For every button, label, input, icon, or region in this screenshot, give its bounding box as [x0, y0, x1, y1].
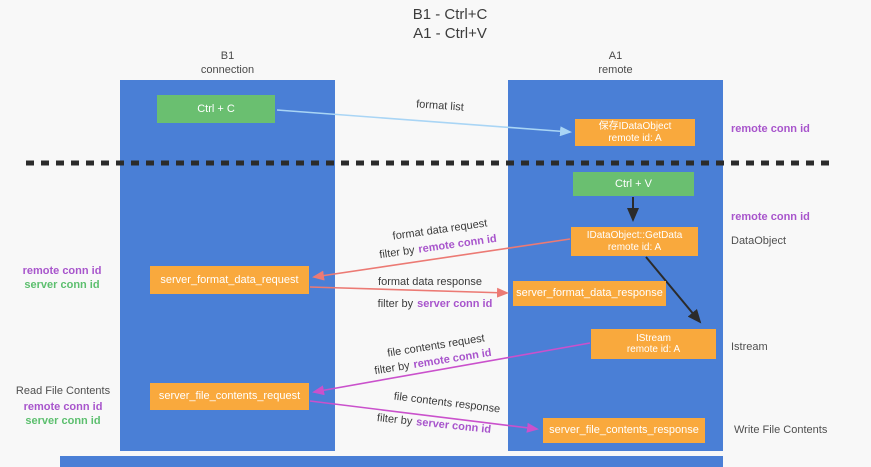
ctrl-v-box: Ctrl + V	[573, 172, 694, 196]
getdata-box: IDataObject::GetData remote id: A	[571, 227, 698, 256]
istream-line2: remote id: A	[626, 344, 681, 355]
server-file-contents-response-label: server_file_contents_response	[549, 424, 699, 437]
left-remote-conn-id-top: remote conn id	[22, 265, 102, 277]
getdata-line2: remote id: A	[607, 241, 662, 253]
server-format-data-response-label: server_format_data_response	[516, 287, 663, 300]
server-file-contents-request-label: server_file_contents_request	[158, 390, 301, 403]
getdata-to-istream-arrow	[645, 256, 702, 324]
left-column-name: B1	[220, 50, 235, 62]
save-dataobject-line1: 保存IDataObject	[598, 121, 672, 132]
format-data-response-label: format data response	[378, 276, 482, 288]
left-column-header: B1 connection	[160, 50, 295, 78]
file-contents-response-arrow	[309, 400, 539, 433]
left-server-conn-id-bottom: server conn id	[25, 415, 101, 427]
server-file-contents-response-box: server_file_contents_response	[543, 418, 705, 443]
getdata-line1: IDataObject::GetData	[586, 230, 683, 241]
right-remote-conn-id-mid: remote conn id	[731, 211, 810, 223]
right-column-name: A1	[608, 50, 623, 62]
diagram-title: B1 - Ctrl+C A1 - Ctrl+V	[335, 6, 565, 44]
istream-line1: IStream	[635, 332, 671, 344]
istream-box: IStream remote id: A	[591, 329, 716, 359]
title-line-2: A1 - Ctrl+V	[413, 24, 487, 42]
server-conn-id-highlight: server conn id	[417, 298, 493, 310]
right-remote-conn-id-top: remote conn id	[731, 123, 810, 135]
server-format-data-request-label: server_format_data_request	[160, 273, 299, 286]
server-file-contents-request-box: server_file_contents_request	[150, 383, 309, 410]
bottom-lane-strip	[60, 456, 723, 467]
istream-side-label: Istream	[731, 341, 768, 353]
ctrl-c-label: Ctrl + C	[197, 102, 235, 115]
ctrl-c-box: Ctrl + C	[157, 95, 275, 123]
title-line-1: B1 - Ctrl+C	[412, 6, 488, 23]
right-column-role: remote	[598, 63, 633, 76]
filter-by-prefix: filter by	[377, 298, 414, 310]
left-remote-conn-id-bottom: remote conn id	[23, 401, 103, 413]
read-file-contents-label: Read File Contents	[15, 385, 111, 397]
file-contents-request-arrow	[312, 342, 591, 396]
format-list-arrow	[276, 109, 572, 137]
format-data-response-arrow	[309, 286, 509, 298]
left-column-role: connection	[200, 63, 255, 76]
right-column-header: A1 remote	[548, 50, 683, 78]
save-dataobject-box: 保存IDataObject remote id: A	[575, 119, 695, 146]
dataobject-side-label: DataObject	[731, 235, 787, 247]
server-format-data-request-box: server_format_data_request	[150, 266, 309, 294]
left-server-conn-id-top: server conn id	[24, 279, 100, 291]
format-data-request-arrow	[312, 238, 571, 281]
write-file-contents-label: Write File Contents	[734, 424, 828, 436]
save-dataobject-line2: remote id: A	[608, 132, 662, 144]
ctrl-v-label: Ctrl + V	[615, 177, 652, 190]
server-format-data-response-box: server_format_data_response	[513, 281, 666, 306]
